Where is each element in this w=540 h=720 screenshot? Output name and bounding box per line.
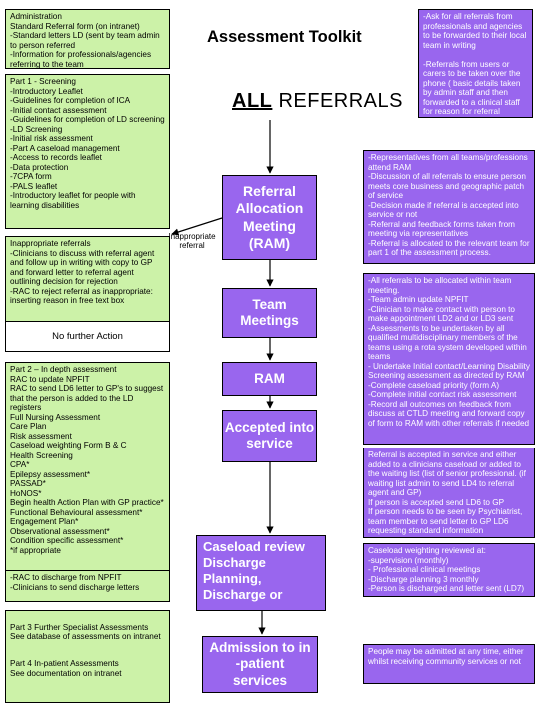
no-further-action-label: No further Action <box>52 331 123 342</box>
readmit-box: People may be admitted at any time, eith… <box>363 644 535 684</box>
part3-specialist-box: Part 3 Further Specialist Assessments Se… <box>5 610 170 703</box>
part1-screening-box: Part 1 - Screening -Introductory Leaflet… <box>5 74 170 229</box>
arrow-ram-to-inappropriate <box>171 217 223 236</box>
allocated-within-team-box: -All referrals to be allocated within te… <box>363 273 535 445</box>
ram-meeting-box: Referral Allocation Meeting (RAM) <box>222 175 317 260</box>
all-referrals-heading: ALL REFERRALS <box>232 90 403 113</box>
ask-referrals-box: -Ask for all referrals from professional… <box>418 9 533 118</box>
referral-accepted-box: Referral is accepted in service and eith… <box>363 448 535 538</box>
all-referrals-underlined: ALL <box>232 90 273 112</box>
caseload-review-box: Caseload review Discharge Planning, Disc… <box>196 535 326 611</box>
inappropriate-referrals-box: Inappropriate referrals -Clinicians to d… <box>5 236 170 322</box>
discharge-box: -RAC to discharge from NPFIT -Clinicians… <box>5 571 170 602</box>
part3-text: Part 3 Further Specialist Assessments Se… <box>10 622 161 642</box>
page-title: Assessment Toolkit <box>207 28 362 46</box>
inappropriate-referral-label: Inappropriate referral <box>168 232 216 250</box>
admission-box: Admission to in -patient services <box>202 636 318 693</box>
team-meetings-box: Team Meetings <box>222 288 317 338</box>
accepted-into-service-box: Accepted into service <box>222 410 317 462</box>
no-further-action-box: No further Action <box>5 322 170 352</box>
admin-box: Administration Standard Referral form (o… <box>5 9 170 69</box>
all-referrals-rest: REFERRALS <box>272 90 403 112</box>
part2-assessment-box: Part 2 – In depth assessment RAC to upda… <box>5 362 170 571</box>
representatives-box: -Representatives from all teams/professi… <box>363 150 535 264</box>
ram-box: RAM <box>222 362 317 396</box>
part4-text: Part 4 In-patient Assessments See docume… <box>10 659 122 678</box>
caseload-reviewed-box: Caseload weighting reviewed at: -supervi… <box>363 543 535 597</box>
